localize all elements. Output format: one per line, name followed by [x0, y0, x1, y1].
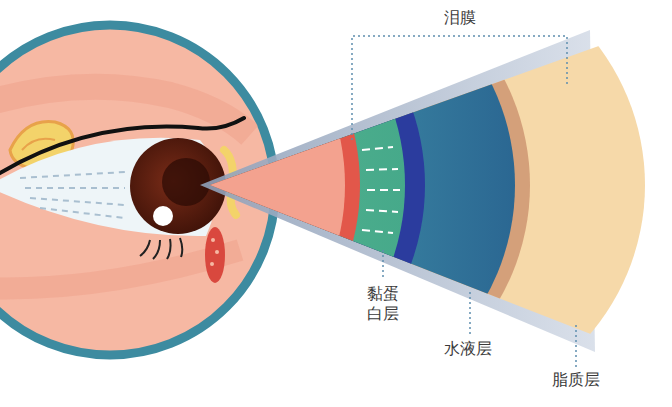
eyelid-line: [0, 118, 244, 176]
title-label: 泪膜: [444, 8, 476, 28]
tear-film-layers: [0, 0, 645, 407]
eye-highlight: [153, 206, 173, 226]
eyelashes: [140, 238, 182, 259]
cornea-region: [0, 0, 345, 407]
pupil: [162, 158, 210, 206]
sac-dots: [210, 238, 219, 266]
layer-label: 黏蛋 白层: [365, 284, 402, 324]
lipid-leader: [575, 325, 577, 367]
mucin-dashes: [362, 147, 400, 233]
lacrimal-sac: [205, 227, 225, 283]
layer-label: 水液层: [444, 339, 492, 359]
layer-label: 脂质层: [552, 370, 600, 390]
leader-lines: [352, 36, 576, 367]
lower-lid-fold: [0, 250, 240, 288]
tear-flow-dashes: [20, 172, 125, 218]
aqueous-leader: [469, 292, 471, 335]
mucin-leader: [382, 250, 384, 280]
tear-film-bracket: [352, 36, 567, 140]
